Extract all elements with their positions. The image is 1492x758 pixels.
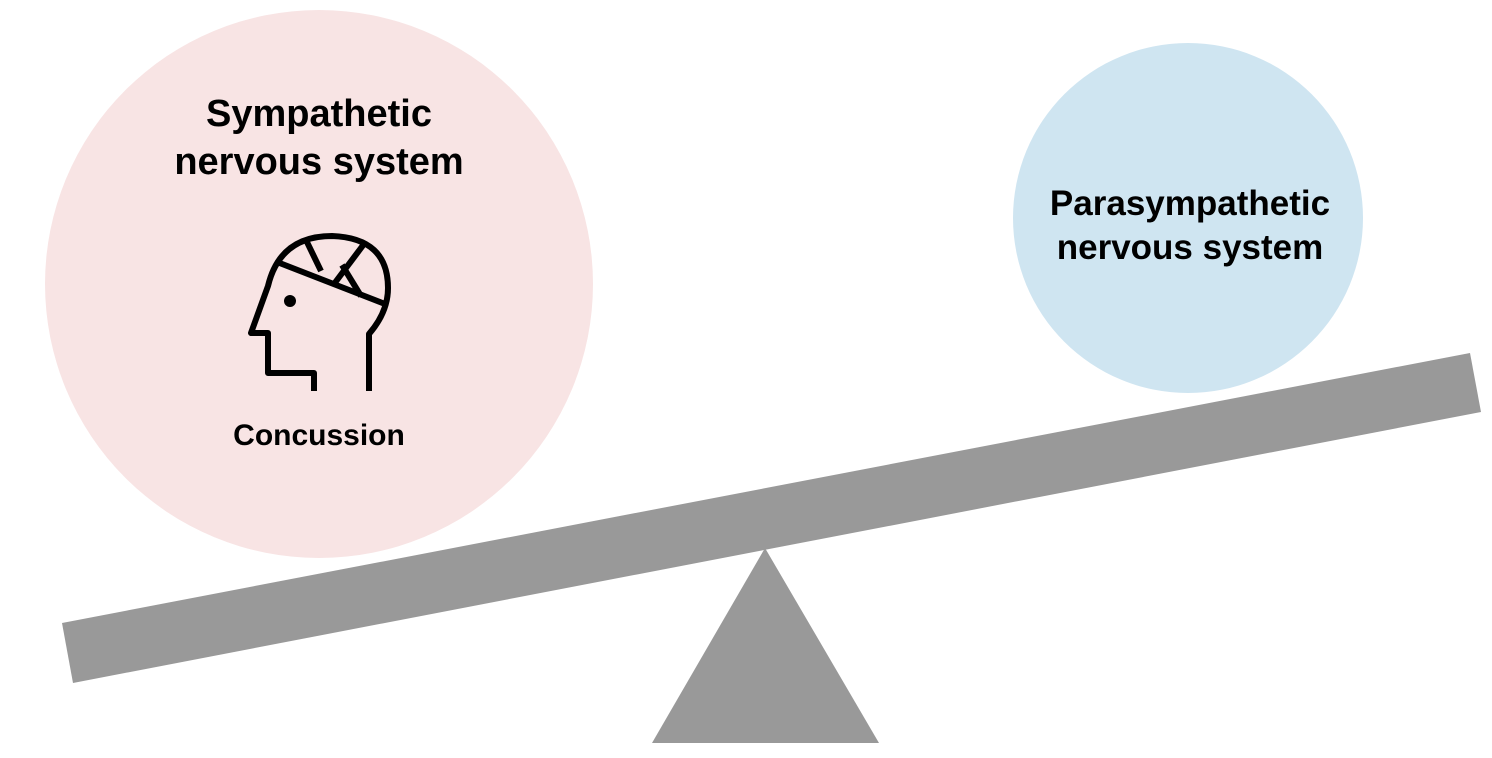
sympathetic-title-line1: Sympathetic (206, 93, 432, 135)
bandaged-head-icon (248, 233, 391, 391)
parasympathetic-group: Parasympathetic nervous system (1013, 43, 1363, 393)
seesaw-plank (62, 353, 1481, 683)
parasympathetic-title-line1: Parasympathetic (1050, 184, 1330, 223)
sympathetic-title-line2: nervous system (174, 141, 463, 183)
seesaw (62, 353, 1481, 743)
head-eye (284, 295, 296, 307)
concussion-caption: Concussion (233, 419, 405, 452)
parasympathetic-circle (1013, 43, 1363, 393)
sympathetic-group: Sympathetic nervous system Concussion (45, 10, 593, 558)
seesaw-fulcrum (652, 548, 879, 743)
sympathetic-circle (45, 10, 593, 558)
parasympathetic-title-line2: nervous system (1057, 228, 1324, 267)
